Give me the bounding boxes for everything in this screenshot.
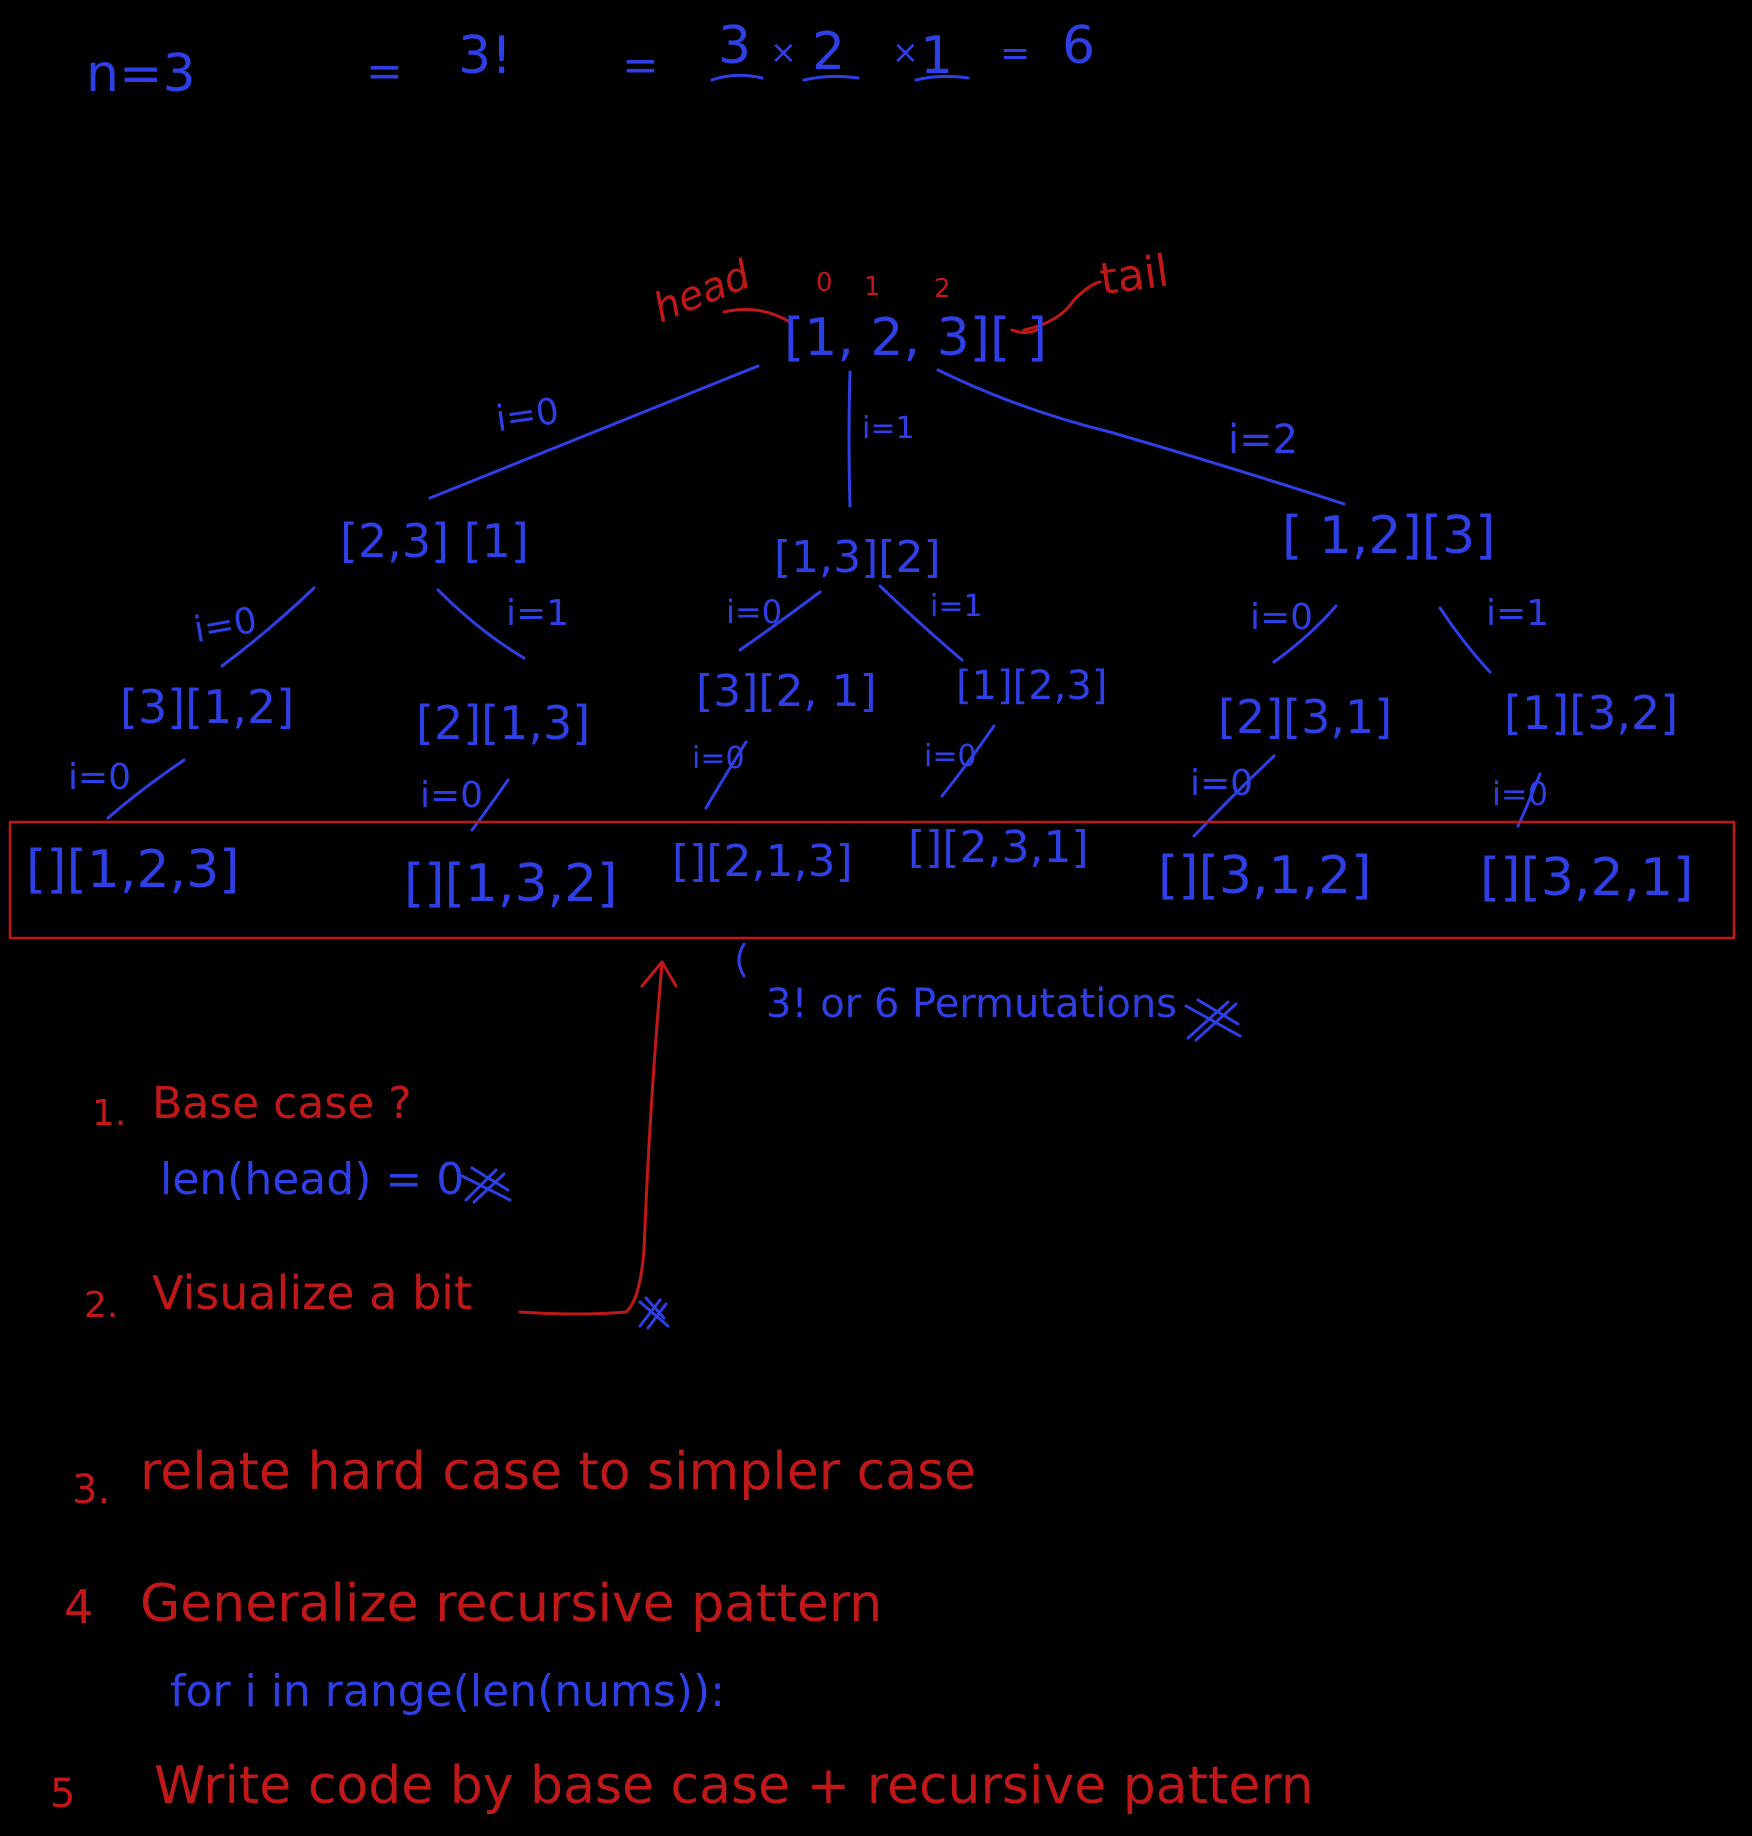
factor-1: 1	[920, 26, 954, 86]
step5-text: Write code by base case + recursive patt…	[154, 1756, 1314, 1816]
level1-node-right: [ 1,2][3]	[1282, 506, 1496, 566]
edge-root-mid	[847, 370, 852, 508]
level2-node-5: [2][3,1]	[1218, 690, 1393, 744]
edge-l1-n1	[220, 586, 316, 668]
level2-node-6: [1][3,2]	[1504, 686, 1679, 740]
step4-text: Generalize recursive pattern	[140, 1574, 883, 1634]
index-label-2: 2	[934, 274, 951, 304]
edge-label-root-mid: i=1	[862, 411, 915, 446]
step1-number: 1.	[92, 1093, 127, 1134]
leaf-edge-label-6: i=0	[1492, 775, 1549, 813]
leaf-edge-label-1: i=0	[68, 757, 132, 798]
edge-n1-l1	[106, 758, 186, 820]
level1-node-mid: [1,3][2]	[774, 532, 941, 583]
leaves-box	[8, 820, 1736, 940]
edge-label-n6: i=1	[1486, 593, 1550, 634]
leaf-node-4: [][2,3,1]	[908, 822, 1089, 873]
step5-number: 5	[50, 1771, 76, 1817]
level2-node-3: [3][2, 1]	[696, 666, 877, 717]
leaf-edge-label-5: i=0	[1190, 763, 1254, 804]
leaf-node-2: [][1,3,2]	[404, 854, 618, 914]
edge-n4-l4	[940, 724, 996, 798]
edge-n3-l3	[704, 740, 748, 810]
edge-l1-n4	[878, 584, 964, 662]
equals-sign-3: =	[1000, 33, 1031, 74]
step1-detail: len(head) = 0	[160, 1154, 465, 1205]
factor-3: 3	[718, 16, 752, 76]
equals-sign-2: =	[622, 40, 659, 91]
equals-sign-1: =	[366, 46, 403, 97]
root-node: [1, 2, 3][ ]	[784, 308, 1048, 368]
leaf-node-3: [][2,1,3]	[672, 836, 853, 887]
level1-node-left: [2,3] [1]	[340, 514, 529, 568]
mark-visualize	[638, 1296, 670, 1330]
edge-l1-n2	[436, 588, 526, 660]
edge-label-n2: i=1	[506, 593, 570, 634]
mark-base-case	[460, 1166, 512, 1204]
edge-l1-n3	[738, 590, 822, 652]
edge-n2-l2	[470, 778, 510, 832]
step4-code: for i in range(len(nums)):	[170, 1666, 725, 1717]
underline-1	[914, 74, 970, 82]
factorial-label: 3!	[458, 26, 512, 86]
edge-l1-n6	[1438, 606, 1492, 674]
times-sign-1: ×	[770, 33, 797, 71]
leaf-node-5: [][3,1,2]	[1158, 846, 1372, 906]
level2-node-4: [1][2,3]	[956, 663, 1108, 709]
level2-node-2: [2][1,3]	[416, 696, 591, 750]
step2-number: 2.	[84, 1285, 119, 1326]
edge-label-root-left: i=0	[493, 390, 562, 441]
edge-n5-l5	[1192, 754, 1276, 838]
permutations-bracket	[737, 942, 746, 978]
edge-label-n4: i=1	[930, 589, 983, 624]
permutations-note: 3! or 6 Permutations	[766, 981, 1178, 1027]
leaf-node-6: [][3,2,1]	[1480, 848, 1694, 908]
level2-node-1: [3][1,2]	[120, 680, 295, 734]
edge-l1-n5	[1272, 604, 1338, 664]
head-pointer	[722, 308, 792, 324]
mark-permutations	[1184, 998, 1242, 1042]
step4-number: 4	[64, 1580, 94, 1634]
edge-label-n5: i=0	[1250, 597, 1314, 638]
index-label-0: 0	[816, 268, 833, 298]
index-label-1: 1	[864, 272, 881, 302]
times-sign-2: ×	[892, 33, 919, 71]
visualize-arrow	[518, 962, 664, 1316]
edge-label-root-right: i=2	[1228, 417, 1299, 463]
visualize-arrowhead	[640, 960, 678, 988]
edge-root-left	[428, 364, 760, 500]
n-equals-label: n=3	[86, 44, 196, 104]
leaf-edge-label-4: i=0	[924, 739, 977, 774]
tail-pointer-bar	[1010, 326, 1042, 335]
step3-text: relate hard case to simpler case	[140, 1442, 977, 1502]
leaf-edge-label-3: i=0	[692, 741, 745, 776]
tail-pointer	[1022, 280, 1102, 332]
edge-root-right	[936, 368, 1346, 506]
step1-text: Base case ?	[152, 1078, 412, 1129]
factor-2: 2	[812, 22, 846, 82]
leaf-edge-label-2: i=0	[420, 775, 484, 816]
edge-label-n3: i=0	[726, 593, 783, 631]
underline-3	[710, 73, 764, 82]
leaf-node-1: [][1,2,3]	[26, 840, 240, 900]
factorial-result: 6	[1062, 16, 1096, 76]
underline-2	[802, 74, 860, 82]
step2-text: Visualize a bit	[152, 1266, 473, 1320]
step3-number: 3.	[72, 1467, 111, 1513]
tail-label: tail	[1096, 245, 1172, 306]
